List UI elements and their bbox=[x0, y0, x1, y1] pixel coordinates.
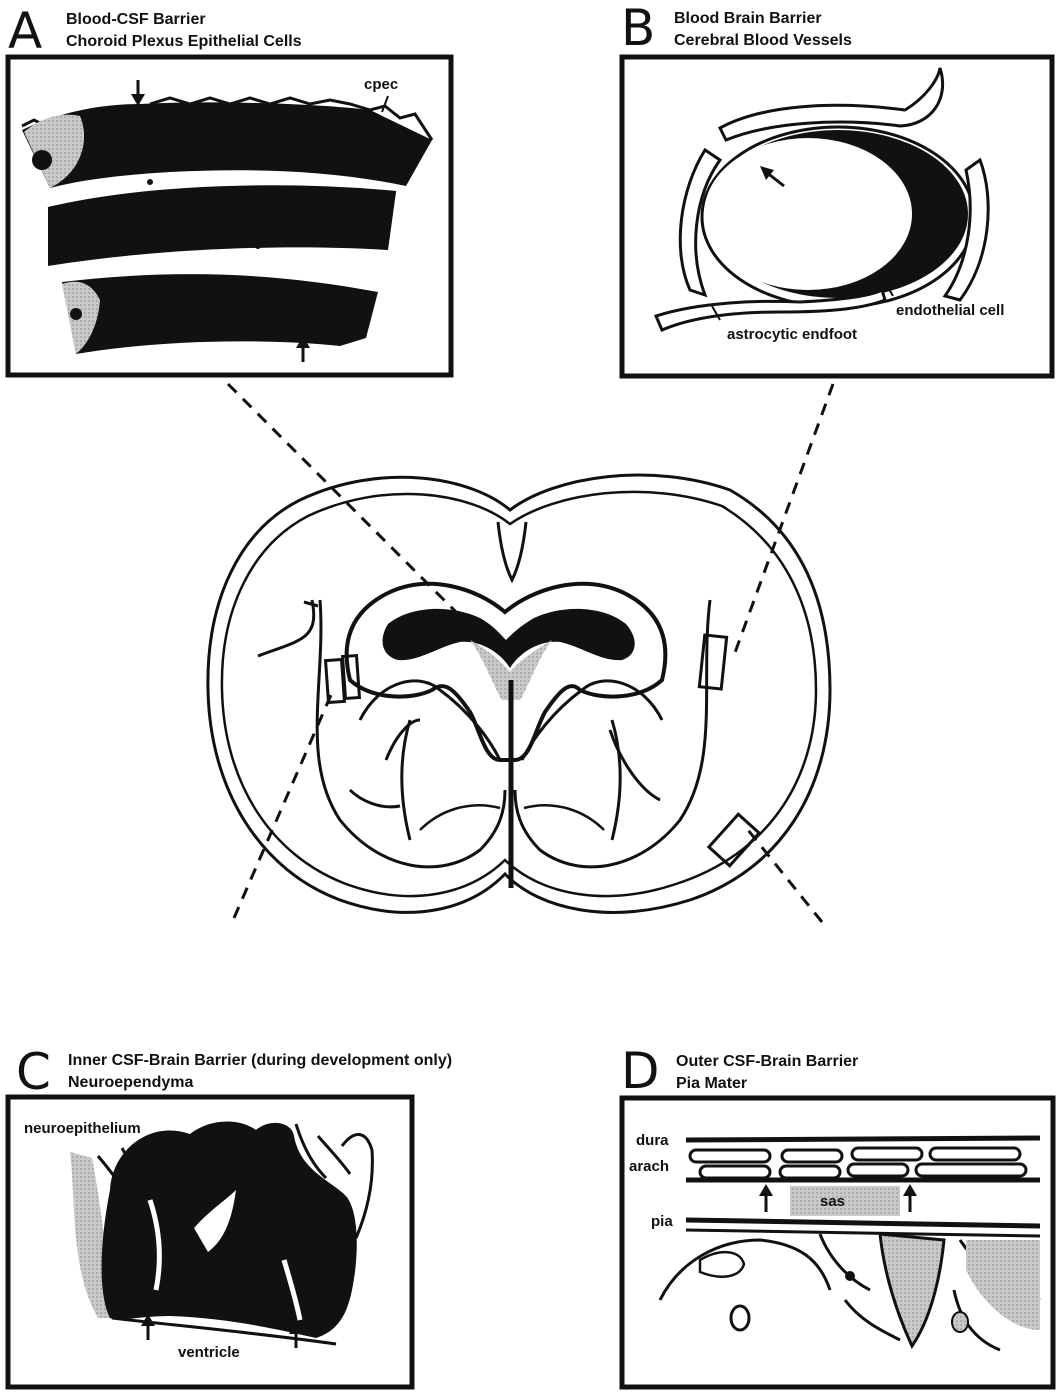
panel-d-title: Outer CSF-Brain Barrier bbox=[676, 1051, 858, 1072]
label-dura: dura bbox=[636, 1132, 669, 1149]
panel-b-subtitle: Cerebral Blood Vessels bbox=[674, 30, 852, 51]
panel-c-letter: C bbox=[16, 1047, 51, 1097]
panel-c-title: Inner CSF-Brain Barrier (during developm… bbox=[68, 1050, 452, 1071]
label-cpec: cpec bbox=[364, 76, 398, 93]
vessel-lumen bbox=[704, 138, 912, 290]
label-endothelial-cell: endothelial cell bbox=[896, 302, 1004, 319]
panel-a-illustration bbox=[8, 57, 451, 375]
label-sas: sas bbox=[820, 1193, 845, 1210]
label-ventricle: ventricle bbox=[178, 1344, 240, 1361]
panel-d-subtitle: Pia Mater bbox=[676, 1073, 747, 1094]
panel-b-letter: B bbox=[621, 3, 655, 53]
lateral-ventricles bbox=[383, 609, 635, 668]
panel-d-illustration bbox=[622, 1098, 1053, 1387]
cpec-nucleus bbox=[32, 150, 52, 170]
brain-section bbox=[208, 475, 830, 912]
panel-a-title: Blood-CSF Barrier bbox=[66, 9, 206, 30]
label-neuroepithelium: neuroepithelium bbox=[24, 1120, 141, 1137]
label-pia: pia bbox=[651, 1213, 673, 1230]
panel-b-title: Blood Brain Barrier bbox=[674, 8, 822, 29]
panel-a-subtitle: Choroid Plexus Epithelial Cells bbox=[66, 31, 302, 52]
dura-layer bbox=[686, 1138, 1040, 1140]
panel-d-letter: D bbox=[621, 1046, 660, 1096]
panel-c-subtitle: Neuroependyma bbox=[68, 1072, 193, 1093]
label-astrocytic-endfoot: astrocytic endfoot bbox=[727, 326, 857, 343]
panel-a-letter: A bbox=[8, 6, 42, 56]
label-arach: arach bbox=[629, 1158, 669, 1175]
